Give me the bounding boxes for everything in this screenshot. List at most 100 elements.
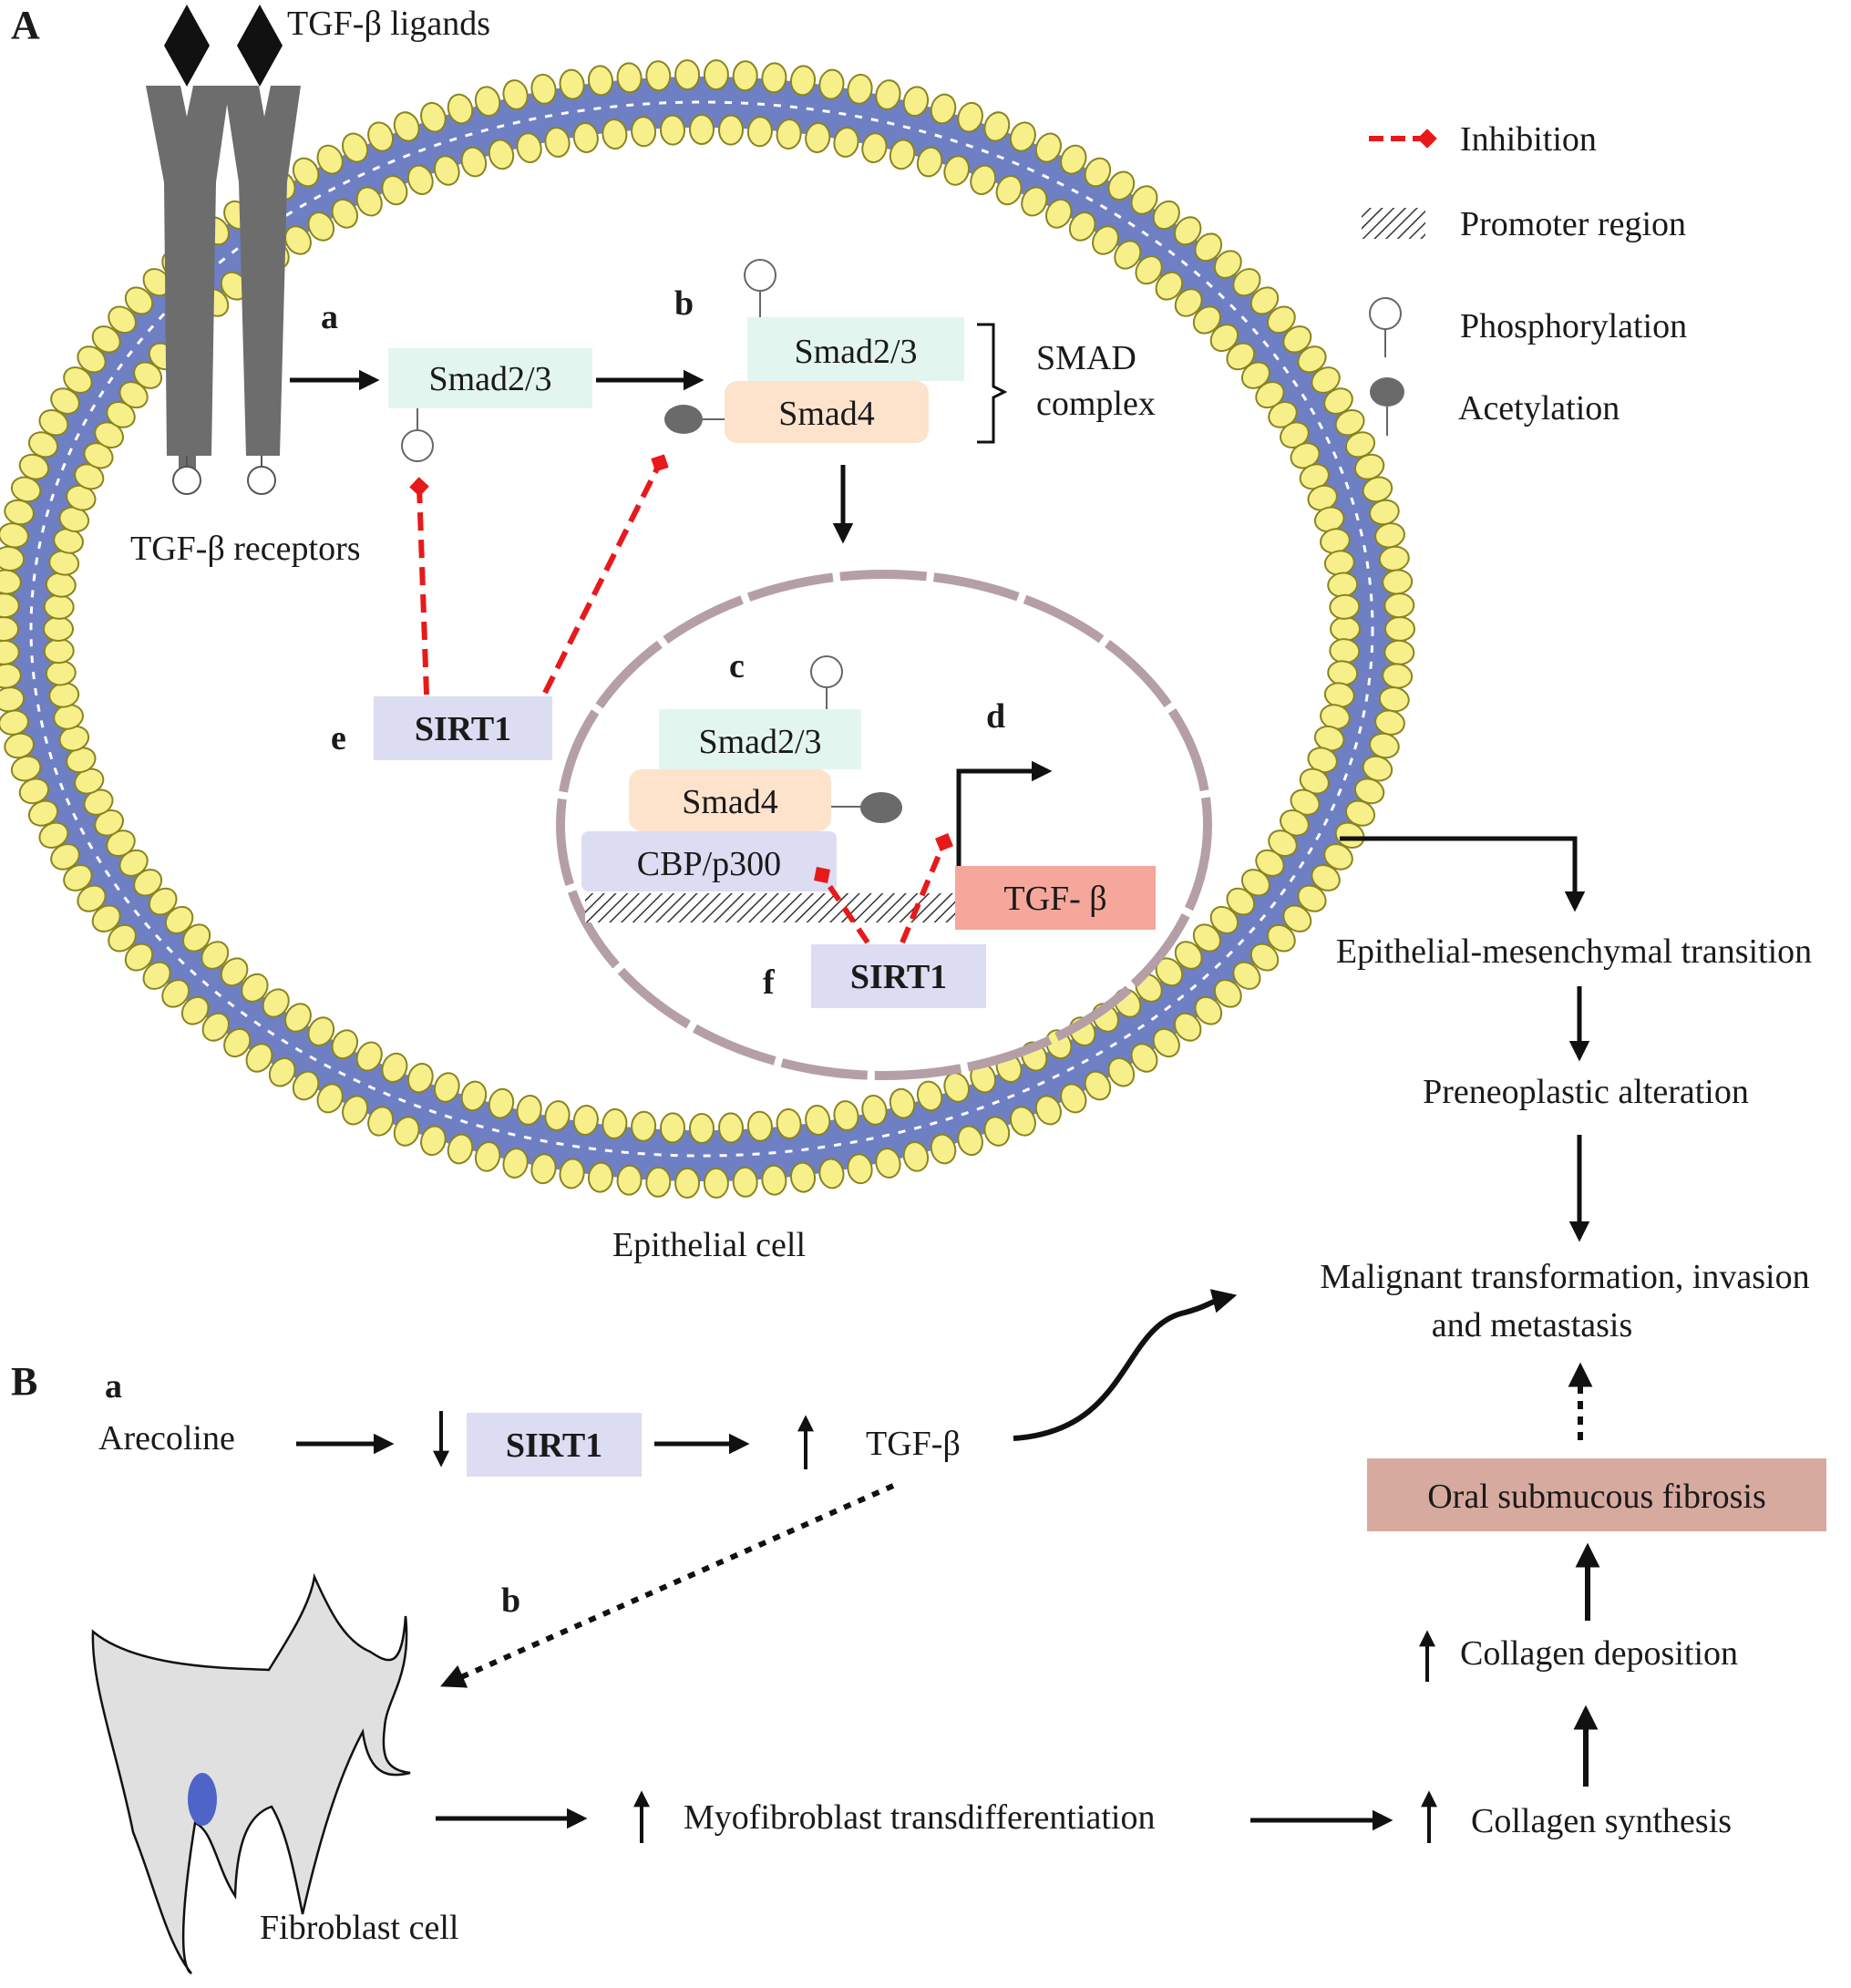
lipid-head <box>818 1158 845 1190</box>
lipid-head <box>776 118 802 150</box>
lipid-head <box>393 111 420 142</box>
tgfb-gene-label: TGF- β <box>1003 880 1106 918</box>
smad23-label: Smad2/3 <box>698 723 821 761</box>
legend-promoter-label: Promoter region <box>1460 205 1686 243</box>
lipid-head <box>530 1153 557 1185</box>
lipid-head <box>516 1095 542 1126</box>
lipid-head <box>572 122 599 153</box>
lipid-head <box>703 1167 729 1199</box>
lipid-head <box>316 1083 344 1114</box>
lipid-head <box>1383 592 1415 619</box>
lipid-head <box>902 86 930 118</box>
lipid-head <box>544 1100 571 1131</box>
lipid-head <box>142 961 171 990</box>
lipid-head <box>367 121 395 152</box>
lipid-head <box>818 68 845 100</box>
lipid-head <box>1329 593 1361 620</box>
sirt1-panel-b-box <box>467 1413 642 1477</box>
lipid-head <box>1383 639 1415 665</box>
sirt1-nuclear-label: SIRT1 <box>850 958 947 996</box>
arrow-tgfb-to-malignant <box>1013 1289 1238 1441</box>
lipid-head <box>703 59 729 91</box>
osf-box <box>1367 1458 1826 1531</box>
promoter-region <box>585 893 957 922</box>
acetylation-mark <box>860 792 902 823</box>
lipid-head <box>1192 923 1221 953</box>
lipid-head <box>1174 941 1203 970</box>
phosphorylation-mark <box>744 259 776 292</box>
tgfb-receptors-label: TGF-β receptors <box>130 530 361 568</box>
lipid-head <box>1384 616 1415 642</box>
lipid-head <box>91 904 121 932</box>
lipid-head <box>1282 904 1312 932</box>
lipid-head <box>602 1107 628 1139</box>
legend-acetylation-symbol <box>1370 377 1404 407</box>
sirt1-panel-b-label: SIRT1 <box>506 1427 602 1465</box>
smad23-box <box>388 348 592 408</box>
lipid-head <box>957 1125 983 1157</box>
dotted-arrow-tgfb-to-fibroblast <box>440 1483 895 1688</box>
lipid-head <box>245 1043 273 1073</box>
lipid-head <box>1174 1012 1202 1042</box>
smad4-box <box>725 381 929 443</box>
lipid-head <box>1152 200 1180 231</box>
lipid-head <box>433 155 460 186</box>
panel-b-step-b: b <box>501 1581 520 1620</box>
lipid-head <box>1297 884 1327 912</box>
lipid-head <box>1045 198 1073 229</box>
lipid-head <box>1034 132 1062 163</box>
lipid-head <box>717 114 745 146</box>
malignant-label-line2: and metastasis <box>1432 1306 1633 1344</box>
lipid-head <box>381 1052 408 1083</box>
sirt1-nuclear-box <box>811 944 986 1008</box>
lipid-head <box>124 942 154 972</box>
lipid-head <box>516 132 542 163</box>
myofibroblast-label: Myofibroblast transdifferentiation <box>684 1798 1155 1837</box>
lipid-head <box>645 1166 672 1198</box>
lipid-head <box>223 1027 252 1058</box>
lipid-head <box>43 638 75 664</box>
lipid-head <box>1092 225 1119 255</box>
lipid-head <box>108 923 137 953</box>
lipid-head <box>957 101 983 133</box>
lipid-head <box>983 111 1011 142</box>
lipid-head <box>732 1166 758 1198</box>
lipid-head <box>1174 216 1202 246</box>
lipid-head <box>201 1012 230 1042</box>
lipid-head <box>631 116 657 148</box>
acetylation-mark <box>664 405 703 434</box>
lipid-head <box>420 101 447 133</box>
lipid-head <box>875 79 901 110</box>
lipid-head <box>124 286 154 315</box>
arecoline-label: Arecoline <box>98 1419 235 1458</box>
lipid-head <box>182 923 211 953</box>
lipid-head <box>1232 268 1261 297</box>
lipid-head <box>572 1105 599 1136</box>
lipid-head <box>381 175 408 206</box>
lipid-head <box>1267 305 1296 335</box>
lipid-head <box>645 60 672 92</box>
lipid-head <box>43 593 75 620</box>
lipid-heads-outer <box>0 59 1415 1199</box>
lipid-head <box>262 988 290 1018</box>
lipid-head <box>659 1112 686 1144</box>
lipid-head <box>916 1080 943 1112</box>
smad4-box <box>629 769 831 831</box>
lipid-head <box>307 1016 335 1046</box>
lipid-head <box>316 144 344 175</box>
malignant-label-line1: Malignant transformation, invasion <box>1320 1258 1809 1296</box>
lipid-head <box>1232 961 1261 990</box>
lipid-head <box>342 1095 369 1126</box>
lipid-head <box>1130 1043 1158 1073</box>
lipid-head <box>689 114 715 145</box>
lipid-head <box>1249 942 1280 972</box>
lipid-head <box>43 616 74 642</box>
lipid-head <box>1311 864 1341 891</box>
legend-promoter-symbol <box>1362 208 1425 239</box>
inhibition-sirt1-cbp <box>814 867 870 944</box>
emt-label: Epithelial-mesenchymal transition <box>1336 932 1812 971</box>
lipid-head <box>433 1072 460 1103</box>
lipid-head <box>902 1140 930 1172</box>
lipid-head <box>1282 325 1312 354</box>
tgfb-ligand-diamond <box>164 5 210 87</box>
